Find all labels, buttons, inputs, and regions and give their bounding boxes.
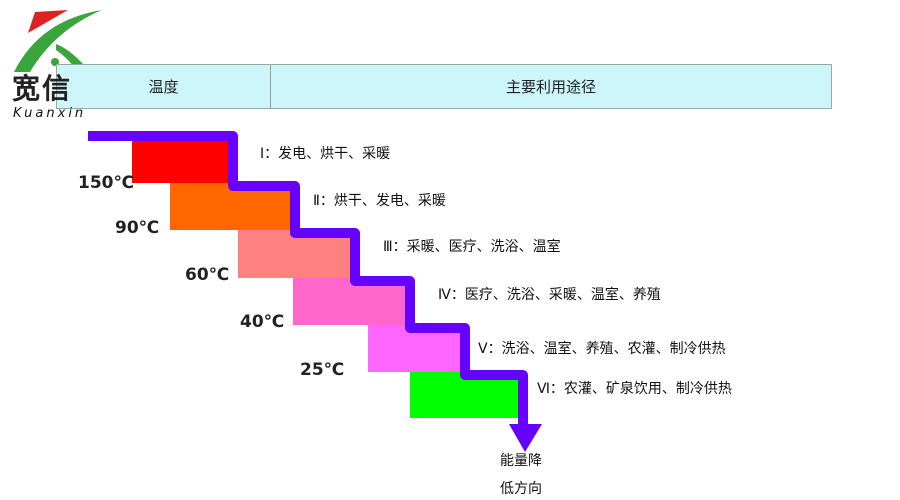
logo-text: 宽信 <box>12 72 73 105</box>
temp-label-150: 150℃ <box>78 173 135 193</box>
header-temperature: 温度 <box>148 77 179 96</box>
header-usage: 主要利用途径 <box>505 77 596 96</box>
usage-3: Ⅲ：采暖、医疗、洗浴、温室 <box>383 239 561 255</box>
arrow-head-icon <box>509 424 542 452</box>
temp-label-25: 25℃ <box>300 360 345 380</box>
level-block-1 <box>132 141 228 183</box>
header-temperature-cell: 温度 <box>57 65 271 108</box>
table-header: 温度 主要利用途径 <box>56 64 832 109</box>
arrow-caption-1: 能量降 <box>500 453 542 469</box>
logo-text-en: Kuanxin <box>13 106 87 121</box>
usage-1: Ⅰ：发电、烘干、采暖 <box>260 146 391 162</box>
arrow-caption-2: 低方向 <box>500 481 542 497</box>
usage-4: Ⅳ：医疗、洗浴、采暖、温室、养殖 <box>438 287 661 303</box>
header-usage-cell: 主要利用途径 <box>271 65 831 108</box>
energy-flow-line <box>88 131 528 426</box>
temp-label-90: 90℃ <box>115 218 160 238</box>
usage-6: Ⅵ：农灌、矿泉饮用、制冷供热 <box>537 381 732 397</box>
temp-label-40: 40℃ <box>240 312 285 332</box>
usage-5: Ⅴ：洗浴、温室、养殖、农灌、制冷供热 <box>478 341 726 357</box>
usage-2: Ⅱ：烘干、发电、采暖 <box>313 193 446 209</box>
temp-label-60: 60℃ <box>185 265 230 285</box>
